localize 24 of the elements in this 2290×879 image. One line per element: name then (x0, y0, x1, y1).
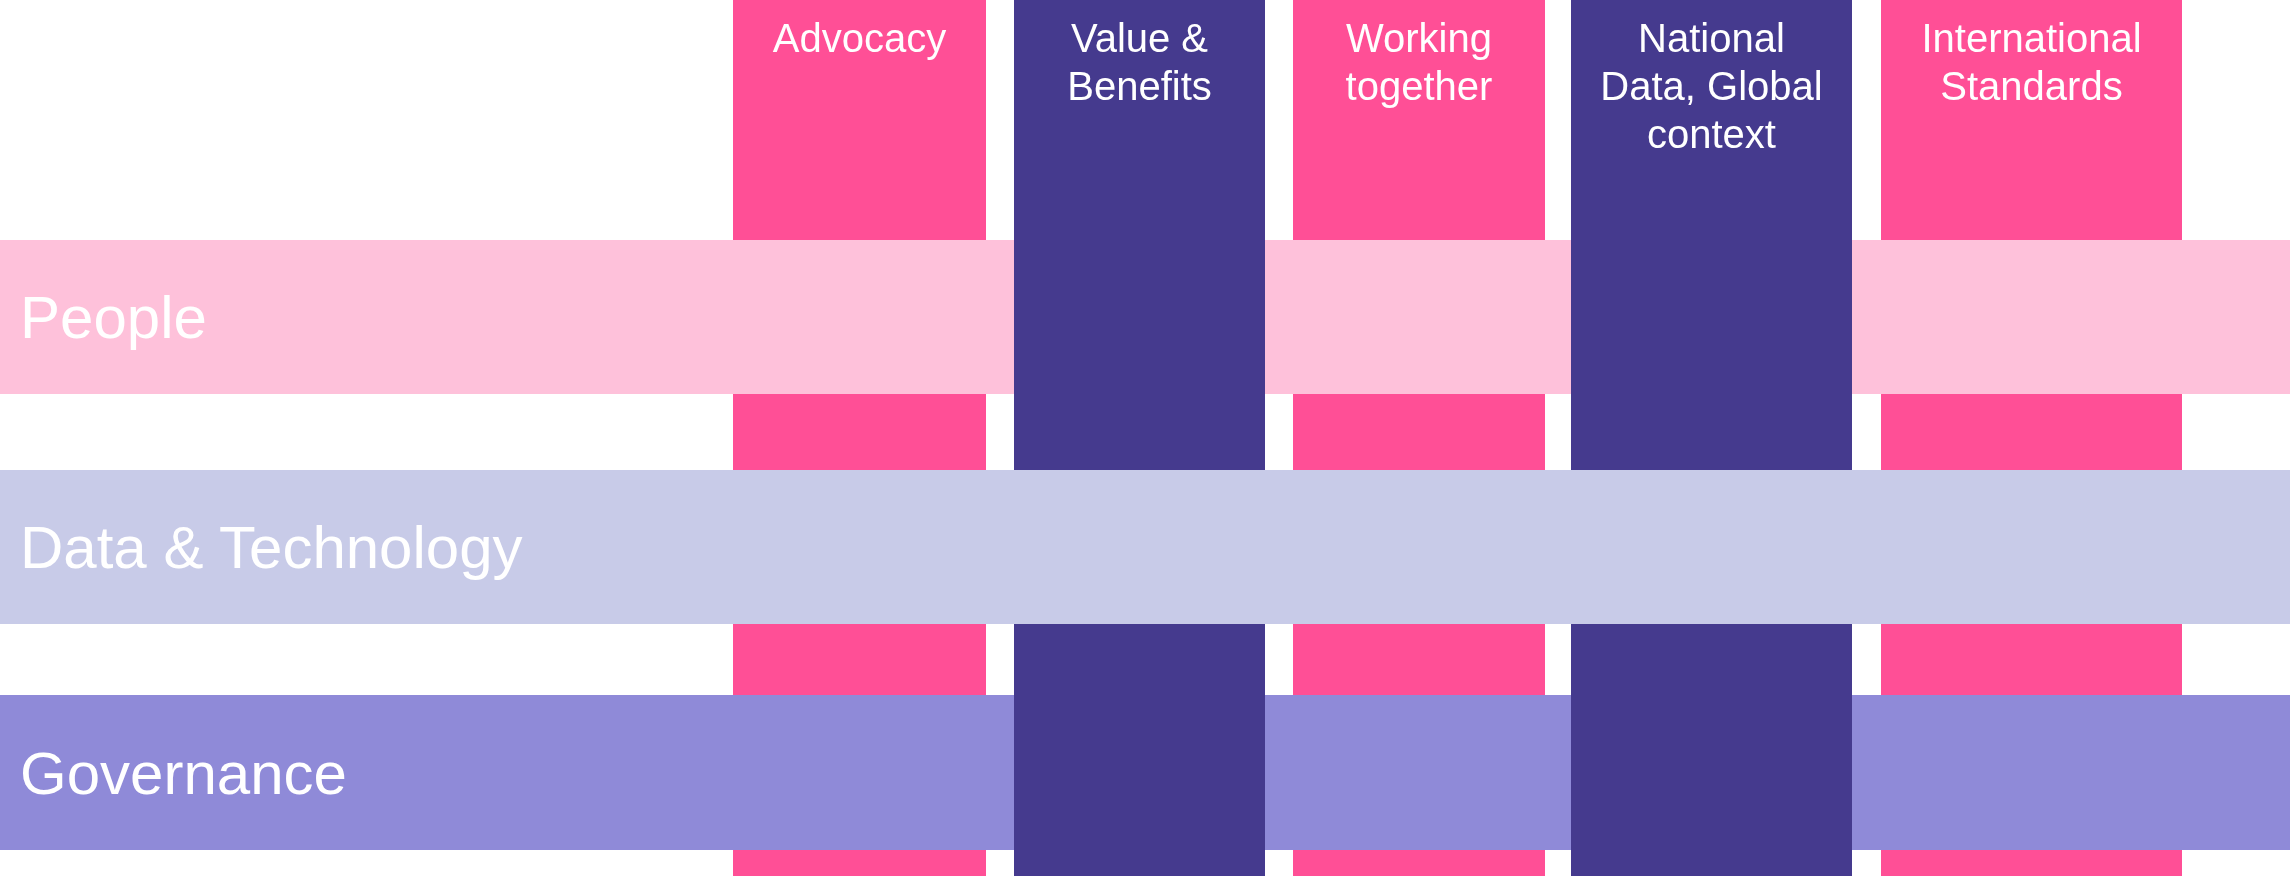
column-bar (1881, 0, 2182, 240)
column-bar-segment (1881, 394, 2182, 470)
column-bar-segment (1881, 850, 2182, 876)
column-bar-segment (1571, 624, 1852, 876)
column-heading: International Standards (1920, 15, 2143, 110)
column-heading: National Data, Global context (1599, 15, 1824, 158)
column-heading: Advocacy (771, 15, 948, 62)
column-bar-segment (1293, 850, 1545, 876)
column-bar (1293, 0, 1545, 240)
row-heading: Governance (20, 738, 347, 807)
row-heading: People (20, 282, 207, 352)
column-bar-segment (733, 624, 986, 695)
column-bar-segment (733, 394, 986, 470)
column-bar-segment (1293, 394, 1545, 470)
column-bar (1014, 0, 1265, 470)
row-band (0, 470, 2290, 624)
column-bar-segment (1881, 624, 2182, 695)
column-bar (733, 0, 986, 240)
column-bar-segment (1293, 624, 1545, 695)
column-bar (1571, 0, 1852, 470)
column-bar-segment (1014, 624, 1265, 876)
column-bar-segment (733, 850, 986, 876)
column-heading: Value & Benefits (1066, 15, 1213, 110)
column-heading: Working together (1344, 15, 1494, 110)
